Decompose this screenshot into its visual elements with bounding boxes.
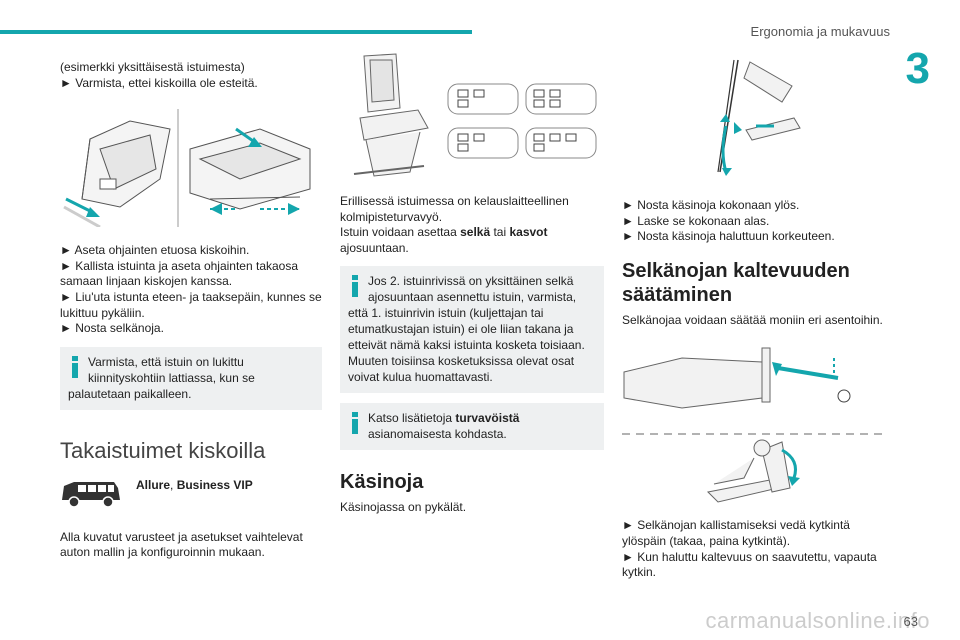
armrest-step: ► Nosta käsinoja haluttuun korkeuteen. bbox=[622, 229, 835, 244]
van-icon bbox=[62, 481, 120, 508]
backrest-text: Selkänojaa voidaan säätää moniin eri ase… bbox=[622, 312, 883, 327]
column-2: Erillisessä istuimessa on kelauslaitteel… bbox=[340, 48, 604, 516]
belt-text: Erillisessä istuimessa on kelauslaitteel… bbox=[340, 194, 569, 224]
armrest-steps: ► Nosta käsinoja kokonaan ylös. ► Laske … bbox=[622, 198, 888, 245]
seat-rail-illustration bbox=[60, 109, 322, 228]
watermark: carmanualsonline.info bbox=[705, 608, 930, 633]
backrest-illustration bbox=[622, 338, 888, 508]
page-number: 63 bbox=[903, 614, 918, 629]
heading-rear-seats: Takaistuimet kiskoilla bbox=[60, 437, 266, 463]
orientation-text: Istuin voidaan asettaa selkä tai kasvot … bbox=[340, 225, 548, 255]
column-1: (esimerkki yksittäisestä istuimesta) ► V… bbox=[60, 60, 322, 561]
rail-step: ► Liu'uta istunta eteen- ja taaksepäin, … bbox=[60, 289, 322, 320]
backrest-step: ► Selkänojan kallistamiseksi vedä kytkin… bbox=[622, 518, 850, 548]
rail-step: ► Kallista istuinta ja aseta ohjainten t… bbox=[60, 258, 299, 289]
armrest-step: ► Laske se kokonaan alas. bbox=[622, 213, 770, 228]
section-title: Ergonomia ja mukavuus bbox=[750, 24, 890, 39]
version-row: Allure, Business VIP bbox=[60, 478, 322, 510]
header-accent-bar bbox=[0, 30, 472, 34]
armrest-text: Käsinojassa on pykälät. bbox=[340, 500, 467, 515]
version-label: Allure, Business VIP bbox=[136, 477, 253, 492]
info-note-lock: Varmista, että istuin on lukittu kiinnit… bbox=[60, 346, 322, 410]
closing-text: Alla kuvatut varusteet ja asetukset vaih… bbox=[60, 529, 303, 560]
rail-step: ► Aseta ohjainten etuosa kiskoihin. bbox=[60, 243, 250, 258]
rail-step: ► Nosta selkänoja. bbox=[60, 321, 164, 336]
seat-orientation-illustration bbox=[340, 48, 604, 188]
chapter-number: 3 bbox=[905, 44, 930, 93]
rail-steps: ► Aseta ohjainten etuosa kiskoihin. ► Ka… bbox=[60, 243, 322, 337]
info-note-seatbelts: Katso lisätietoja turvavöistä asianomais… bbox=[340, 403, 604, 451]
info-icon bbox=[68, 355, 82, 378]
column-3: ► Nosta käsinoja kokonaan ylös. ► Laske … bbox=[622, 56, 888, 581]
intro-line-2: ► Varmista, ettei kiskoilla ole esteitä. bbox=[60, 75, 258, 90]
info-icon bbox=[348, 412, 362, 435]
heading-backrest-tilt: Selkänojan kaltevuuden säätäminen bbox=[622, 259, 850, 306]
backrest-steps: ► Selkänojan kallistamiseksi vedä kytkin… bbox=[622, 518, 888, 580]
info-icon bbox=[348, 275, 362, 298]
intro-line-1: (esimerkki yksittäisestä istuimesta) bbox=[60, 60, 245, 74]
armrest-step: ► Nosta käsinoja kokonaan ylös. bbox=[622, 198, 800, 212]
heading-armrest: Käsinoja bbox=[340, 471, 424, 494]
backrest-step: ► Kun haluttu kaltevuus on saavutettu, v… bbox=[622, 549, 877, 580]
info-note-second-row: Jos 2. istuinrivissä on yksittäinen selk… bbox=[340, 266, 604, 394]
armrest-illustration bbox=[622, 56, 888, 180]
